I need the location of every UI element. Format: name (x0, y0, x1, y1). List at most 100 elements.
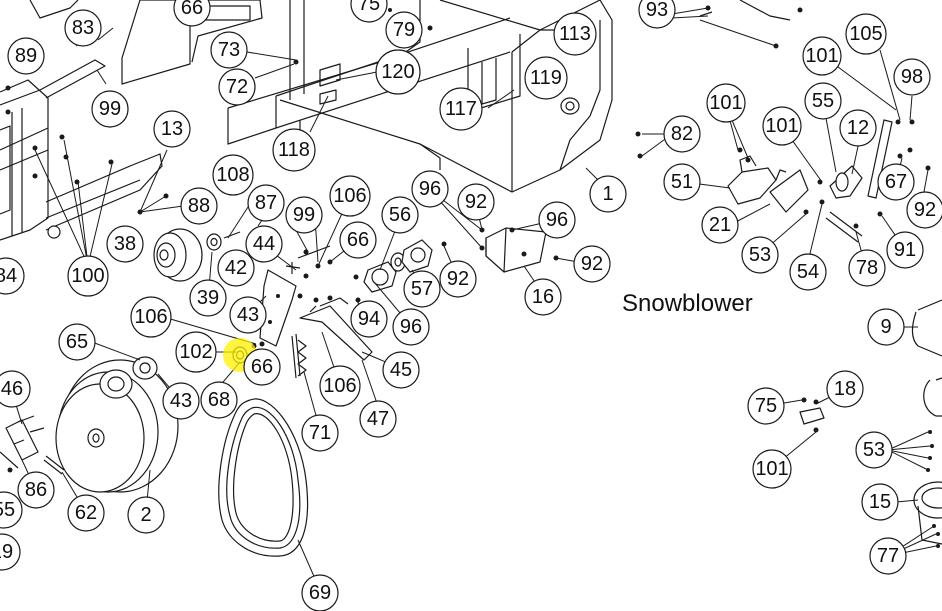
callout-53: 53 (741, 236, 779, 274)
callout-43: 43 (229, 296, 267, 334)
callout-circle (217, 249, 255, 287)
callout-99: 99 (285, 196, 323, 234)
callout-circle (359, 400, 397, 438)
callout-number: 91 (894, 239, 916, 261)
callout-circle (0, 370, 31, 408)
callout-92: 92 (457, 183, 495, 221)
callout-circle (0, 491, 23, 529)
callout-circle (439, 260, 477, 298)
callout-98: 98 (893, 58, 931, 96)
callout-75: 75 (747, 387, 785, 425)
callout-106: 106 (329, 175, 371, 217)
callout-78: 78 (848, 249, 886, 287)
callout-94: 94 (350, 300, 388, 338)
callout-number: 67 (885, 171, 907, 193)
callout-circle (247, 184, 285, 222)
callout-54: 54 (789, 253, 827, 291)
part-drawings (0, 0, 942, 557)
callout-number: 78 (856, 257, 878, 279)
callout-circle (553, 12, 597, 56)
callout-circle (869, 537, 907, 575)
callout-75: 75 (350, 0, 388, 23)
callout-number: 77 (877, 545, 899, 567)
callout-circle (804, 82, 842, 120)
section-label: Snowblower (622, 290, 753, 317)
callout-number: 55 (812, 90, 834, 112)
callout-circle (153, 110, 191, 148)
callout-number: 66 (251, 356, 273, 378)
callout-circle (826, 370, 864, 408)
callout-number: 42 (225, 257, 247, 279)
callout-circle (877, 163, 915, 201)
callout-circle (752, 449, 792, 489)
callout-66: 66 (243, 348, 281, 386)
callout-circle (867, 308, 905, 346)
callout-number: 45 (390, 359, 412, 381)
callout-51: 51 (663, 163, 701, 201)
callout-number: 101 (805, 45, 838, 67)
callout-number: 87 (255, 192, 277, 214)
callout-91: 91 (886, 231, 924, 269)
callout-number: 93 (646, 0, 668, 21)
callout-number: 96 (419, 178, 441, 200)
callout-circle (385, 11, 423, 49)
callout-circle (245, 225, 283, 263)
callout-number: 106 (134, 306, 167, 328)
callout-circle (381, 196, 419, 234)
callout-circle (861, 483, 899, 521)
callout-circle (301, 414, 339, 452)
callout-53: 53 (855, 431, 893, 469)
callout-number: 102 (179, 341, 212, 363)
callout-number: 72 (226, 76, 248, 98)
callout-circle (67, 494, 105, 532)
callout-102: 102 (175, 331, 217, 373)
drive-belt-69 (218, 398, 309, 557)
callout-92: 92 (906, 191, 942, 229)
callout-106: 106 (319, 365, 361, 407)
callout-72: 72 (218, 68, 256, 106)
callout-circle (573, 245, 611, 283)
callout-circle (0, 257, 25, 295)
callout-number: 101 (709, 92, 742, 114)
callout-79: 79 (385, 11, 423, 49)
callout-number: 2 (140, 504, 151, 526)
callout-39: 39 (189, 279, 227, 317)
callout-92: 92 (439, 260, 477, 298)
callout-circle (524, 278, 562, 316)
callout-number: 75 (358, 0, 380, 15)
callout-83: 83 (64, 9, 102, 47)
callout-12: 12 (839, 109, 877, 147)
callout-99: 99 (91, 90, 129, 128)
callout-circle (210, 31, 248, 69)
callout-62: 62 (67, 494, 105, 532)
callout-number: 75 (755, 395, 777, 417)
callout-circle (845, 13, 887, 55)
callout-number: 113 (559, 23, 591, 45)
callout-number: 21 (709, 214, 731, 236)
callout-45: 45 (382, 351, 420, 389)
callout-100: 100 (67, 255, 109, 297)
callout-93: 93 (638, 0, 676, 29)
callout-73: 73 (210, 31, 248, 69)
callout-55: 55 (0, 491, 23, 529)
callout-circle (848, 249, 886, 287)
callout-101: 101 (762, 106, 802, 146)
callout-circle (701, 206, 739, 244)
callout-101: 101 (752, 449, 792, 489)
callout-number: 62 (75, 502, 97, 524)
idler-arm (291, 293, 373, 379)
callout-number: 9 (880, 316, 891, 338)
callout-101: 101 (706, 83, 746, 123)
callout-number: 118 (278, 139, 310, 161)
callout-circle (212, 154, 254, 196)
callout-69: 69 (301, 574, 339, 611)
callout-circle (180, 187, 218, 225)
callout-number: 47 (367, 408, 389, 430)
callout-circle (524, 56, 568, 100)
callout-circle (339, 221, 377, 259)
drive-pulley-38 (137, 193, 241, 282)
callout-21: 21 (701, 206, 739, 244)
callout-number: 38 (114, 233, 136, 255)
callout-circle (802, 36, 842, 76)
